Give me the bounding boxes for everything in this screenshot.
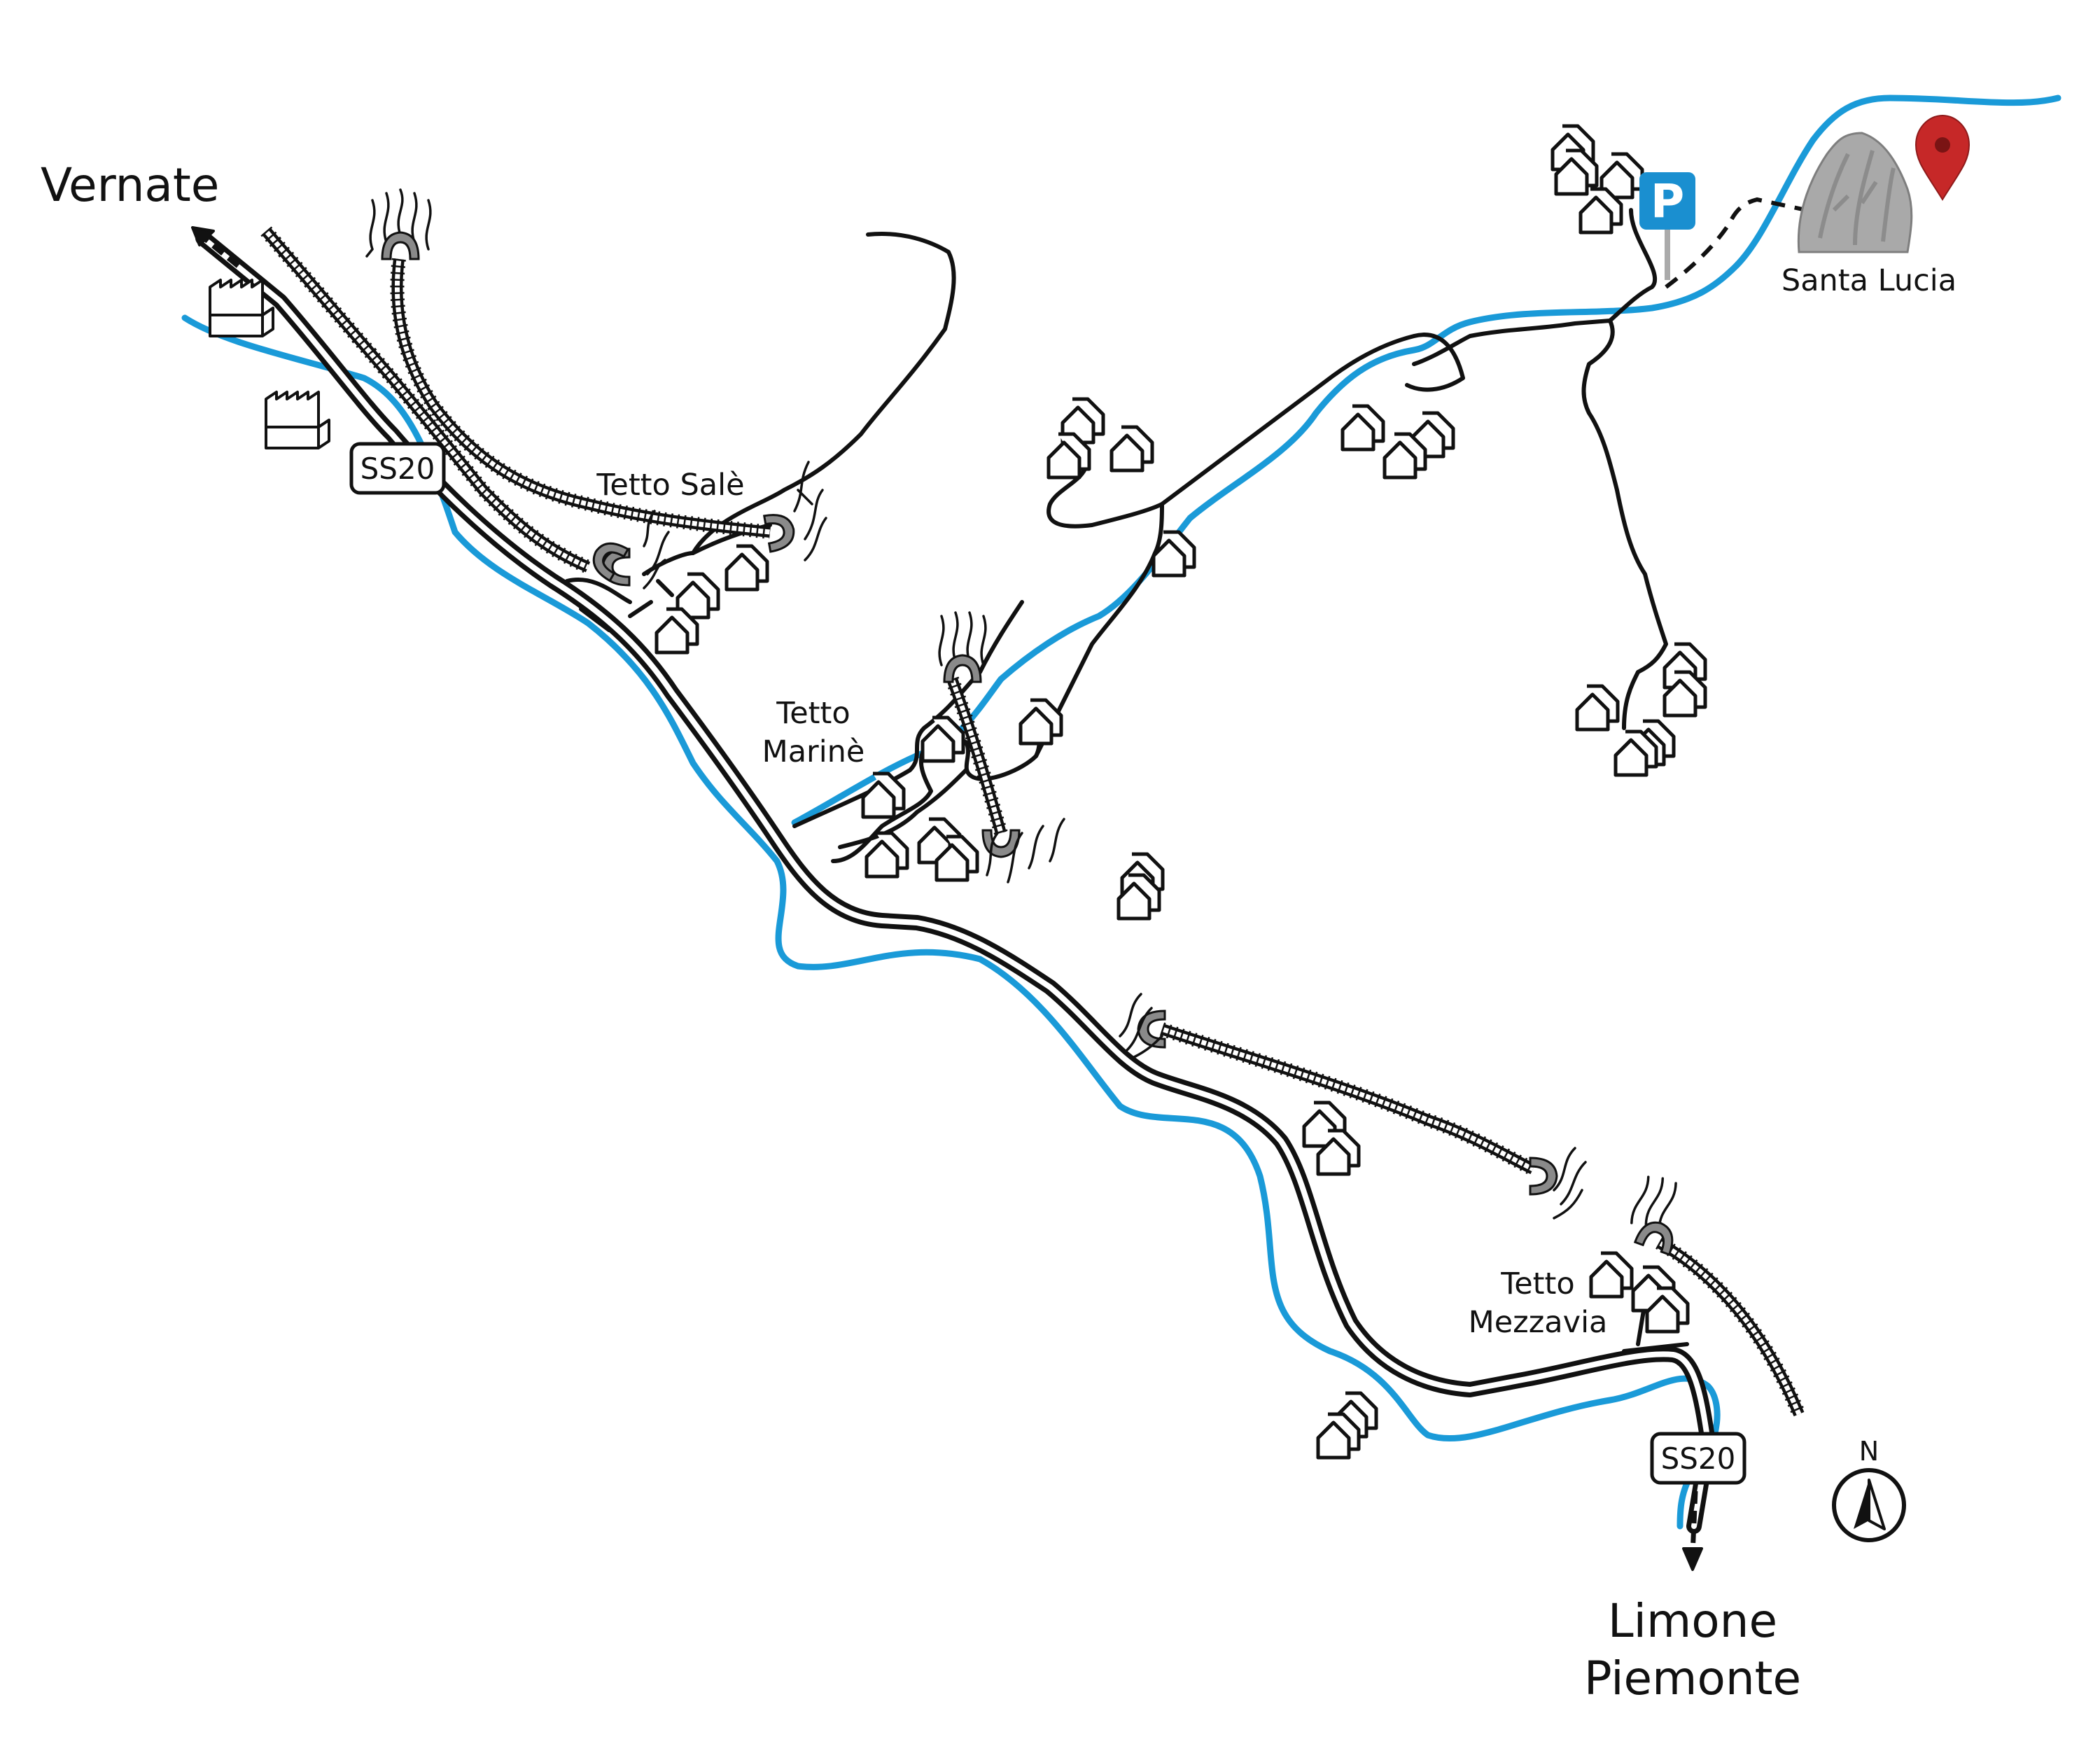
tunnel-hatch xyxy=(643,510,670,589)
house-icon xyxy=(1112,427,1152,470)
river-upper xyxy=(791,95,2062,826)
parking-icon xyxy=(1639,172,1695,230)
compass-icon: N xyxy=(1832,1436,1906,1542)
road-sign-ss20-bottom: SS20 xyxy=(1650,1432,1746,1485)
arrow-icon xyxy=(191,226,240,268)
tunnel-hatch xyxy=(793,461,827,561)
tunnel-hatch xyxy=(1119,993,1163,1059)
tunnel-hatch xyxy=(1553,1147,1587,1220)
rock-icon xyxy=(1797,132,1913,253)
label-limone-1: Limone xyxy=(1608,1594,1777,1648)
tunnel-portal-icon xyxy=(1137,1010,1166,1049)
label-limone-2: Piemonte xyxy=(1584,1651,1801,1705)
house-icon xyxy=(1343,406,1383,449)
railways xyxy=(260,226,1806,1417)
river-main xyxy=(181,314,1721,1530)
railway-main xyxy=(260,226,591,574)
house-icon xyxy=(1591,1253,1632,1297)
label-tetto-marine-2: Marinè xyxy=(762,734,865,769)
railway-lower xyxy=(1159,1022,1536,1175)
parking-sign: P xyxy=(1639,172,1695,280)
label-tetto-mezzavia-1: Tetto xyxy=(1500,1266,1574,1301)
railway-helix-upper xyxy=(390,258,771,539)
house-icon xyxy=(1577,686,1618,729)
trail-santa-lucia xyxy=(1665,197,1807,289)
house-icon xyxy=(727,546,767,589)
road-sign-label: SS20 xyxy=(1661,1441,1736,1476)
railway-marine xyxy=(945,676,1008,835)
label-tetto-marine-1: Tetto xyxy=(776,696,850,731)
factory-icon xyxy=(209,279,274,337)
road-sign-label: SS20 xyxy=(360,452,435,486)
label-vernate: Vernate xyxy=(41,158,219,212)
tunnel-portal-icon xyxy=(365,188,432,260)
tunnel-hatch xyxy=(986,818,1065,884)
parking-label: P xyxy=(1651,174,1684,228)
arrow-icon xyxy=(1682,1490,1703,1571)
label-santa-lucia: Santa Lucia xyxy=(1782,263,1956,298)
tunnel-portal-icon xyxy=(938,611,987,683)
road-sign-ss20-top: SS20 xyxy=(349,442,446,495)
railway-southeast xyxy=(1656,1236,1806,1417)
tunnel-portals xyxy=(365,188,1680,1256)
location-pin-icon xyxy=(1914,114,1970,201)
factory-icon xyxy=(265,391,330,449)
compass-north-label: N xyxy=(1859,1436,1879,1467)
tunnel-portal-icon xyxy=(1529,1157,1558,1196)
label-tetto-mezzavia-2: Mezzavia xyxy=(1469,1305,1608,1340)
tunnel-portal-icon xyxy=(1630,1175,1680,1256)
house-icon xyxy=(1021,700,1061,743)
label-tetto-sale: Tetto Salè xyxy=(596,468,744,503)
river xyxy=(181,95,2062,1530)
